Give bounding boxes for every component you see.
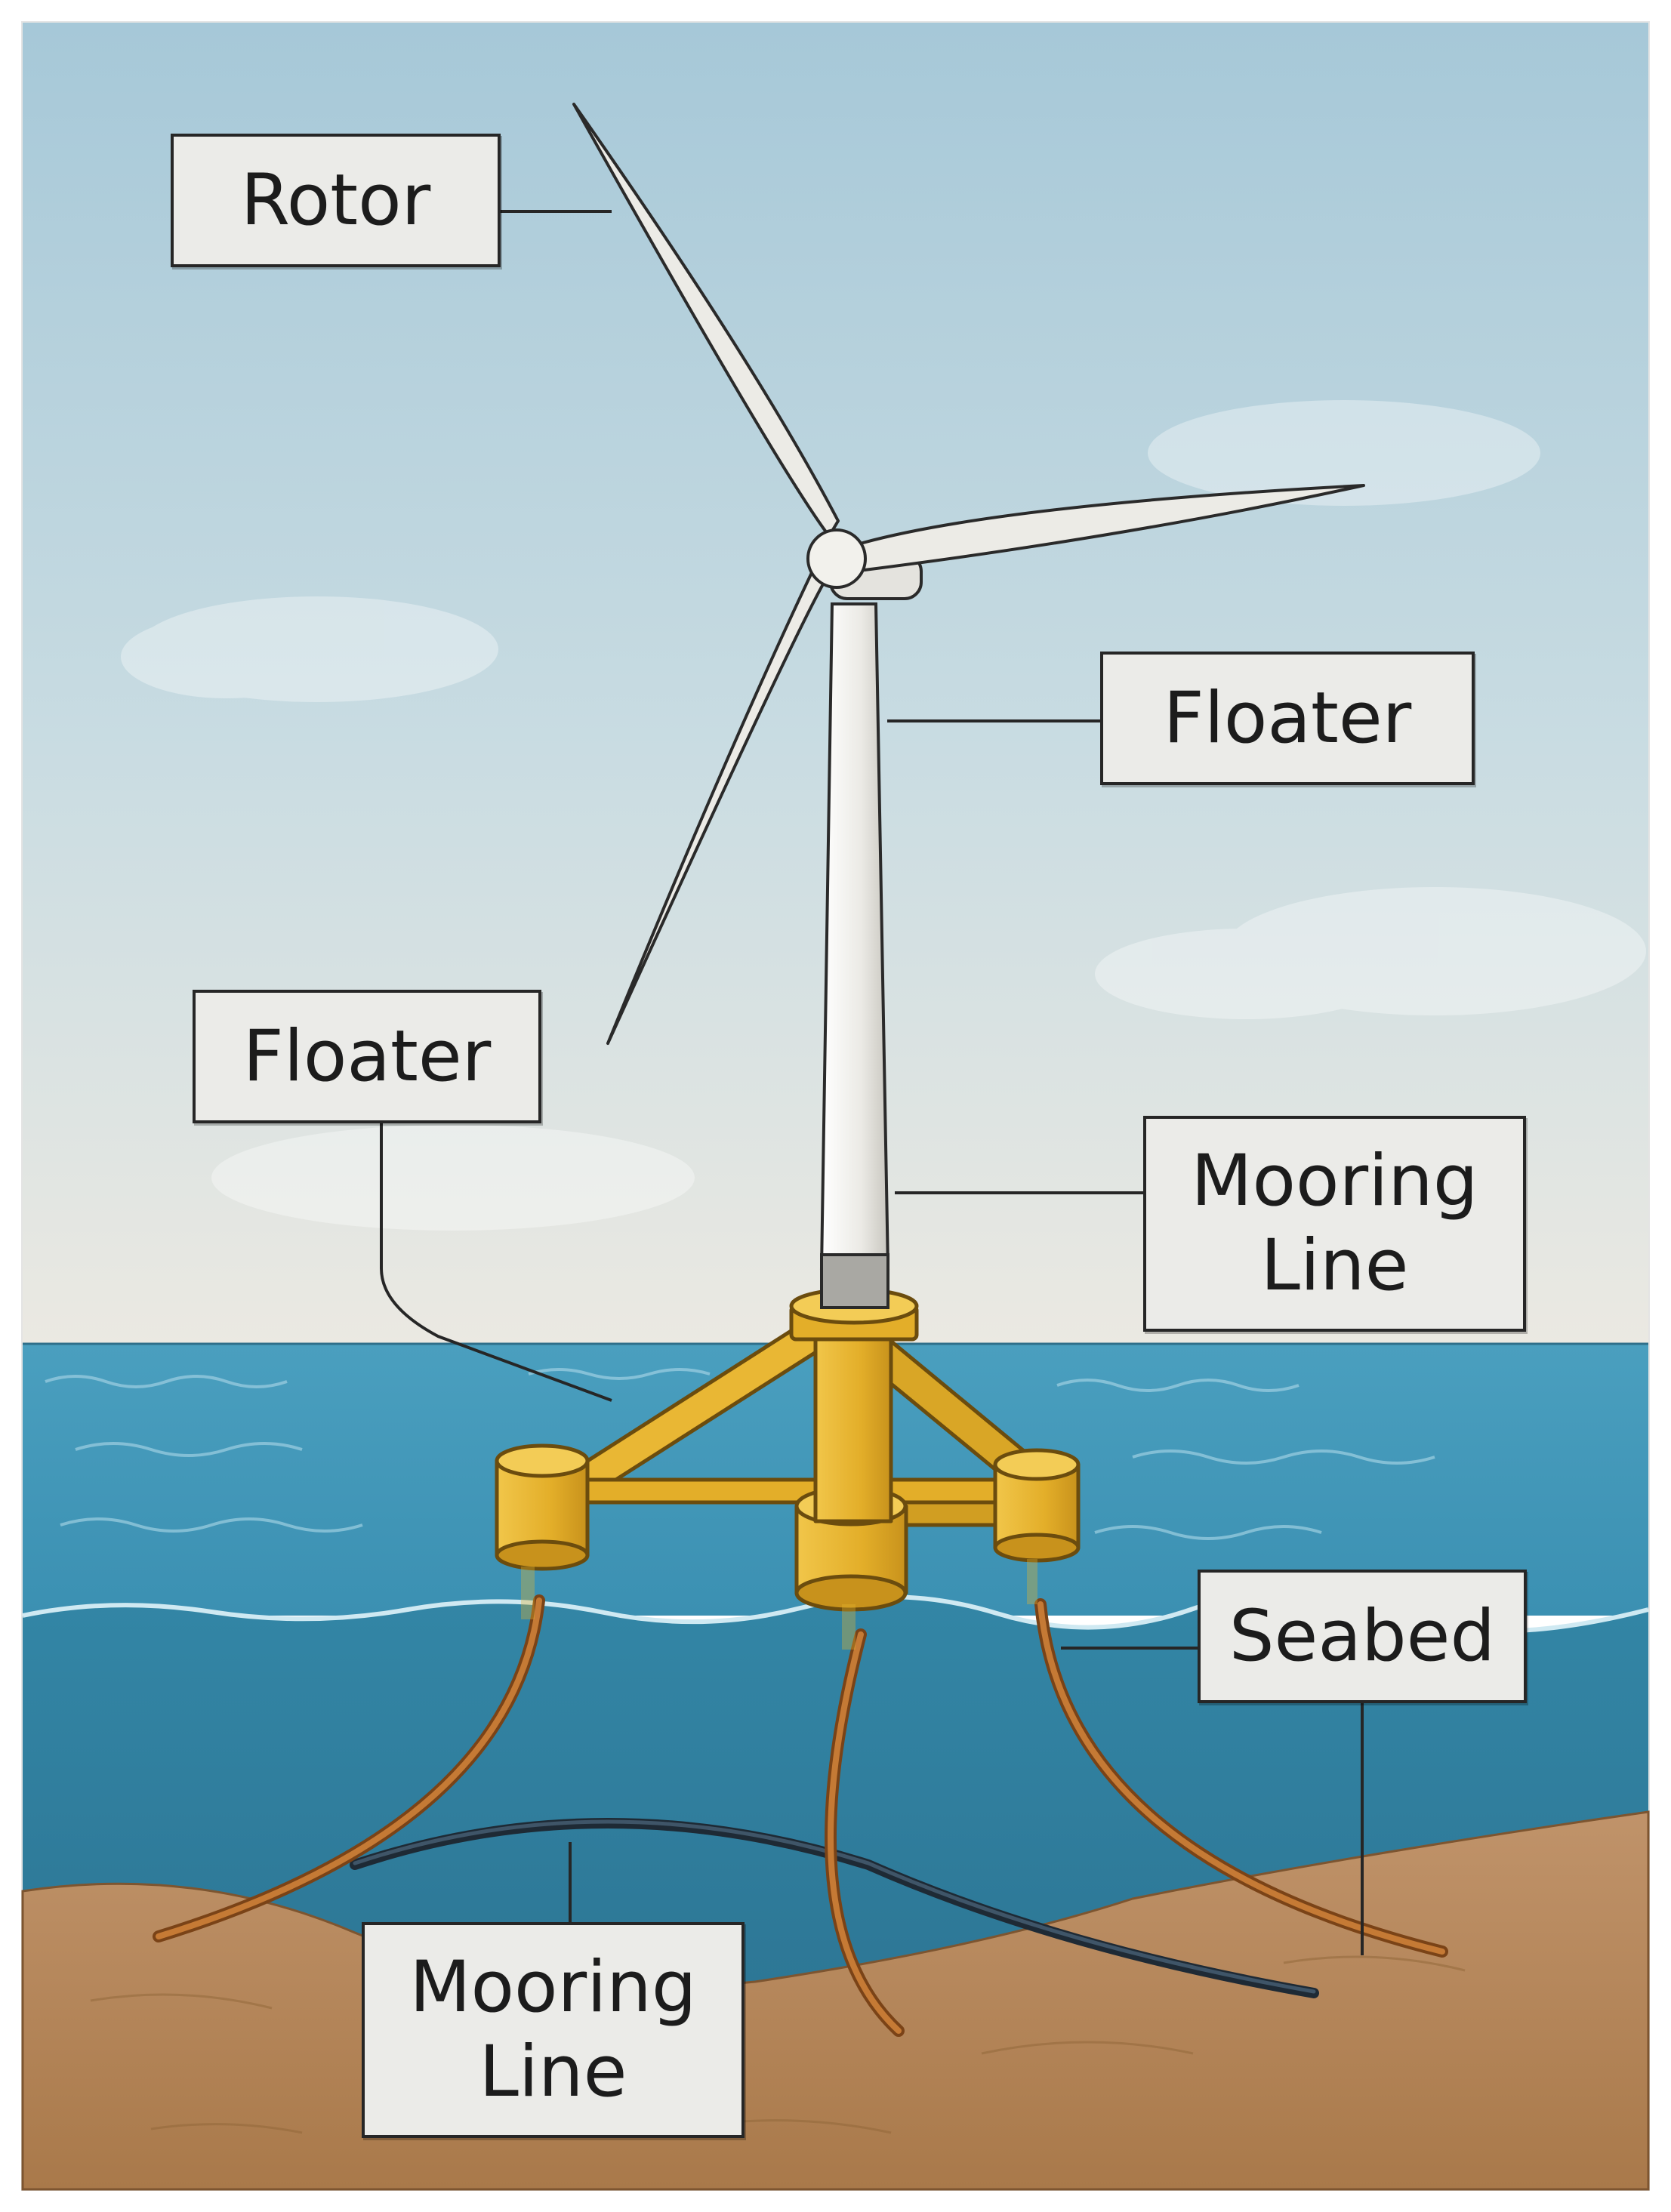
leader-lines — [380, 210, 1364, 1955]
label-floater-right-text: Floater — [1163, 676, 1412, 759]
label-mooring-line-right: Mooring Line — [1143, 1116, 1526, 1332]
platform-reflection — [521, 1559, 1037, 1650]
clouds — [121, 400, 1646, 1231]
hub — [806, 528, 867, 589]
label-mooring-right-line1: Mooring — [1191, 1140, 1478, 1222]
surface-waves — [45, 1368, 1435, 1540]
label-mooring-bottom-line1: Mooring — [409, 1946, 697, 2029]
mooring-lines — [153, 1594, 1448, 2037]
rotor-blades — [572, 103, 1365, 1045]
label-seabed-text: Seabed — [1229, 1594, 1496, 1677]
label-seabed: Seabed — [1198, 1570, 1527, 1703]
label-floater-right: Floater — [1100, 652, 1475, 785]
label-mooring-right-line2: Line — [1260, 1225, 1409, 1307]
label-floater-left: Floater — [193, 990, 541, 1123]
label-mooring-bottom-line2: Line — [479, 2031, 627, 2113]
label-floater-left-text: Floater — [242, 1015, 492, 1098]
label-rotor: Rotor — [171, 134, 501, 267]
label-mooring-line-bottom: Mooring Line — [362, 1922, 745, 2138]
label-rotor-text: Rotor — [240, 159, 431, 242]
tower — [819, 602, 890, 1309]
